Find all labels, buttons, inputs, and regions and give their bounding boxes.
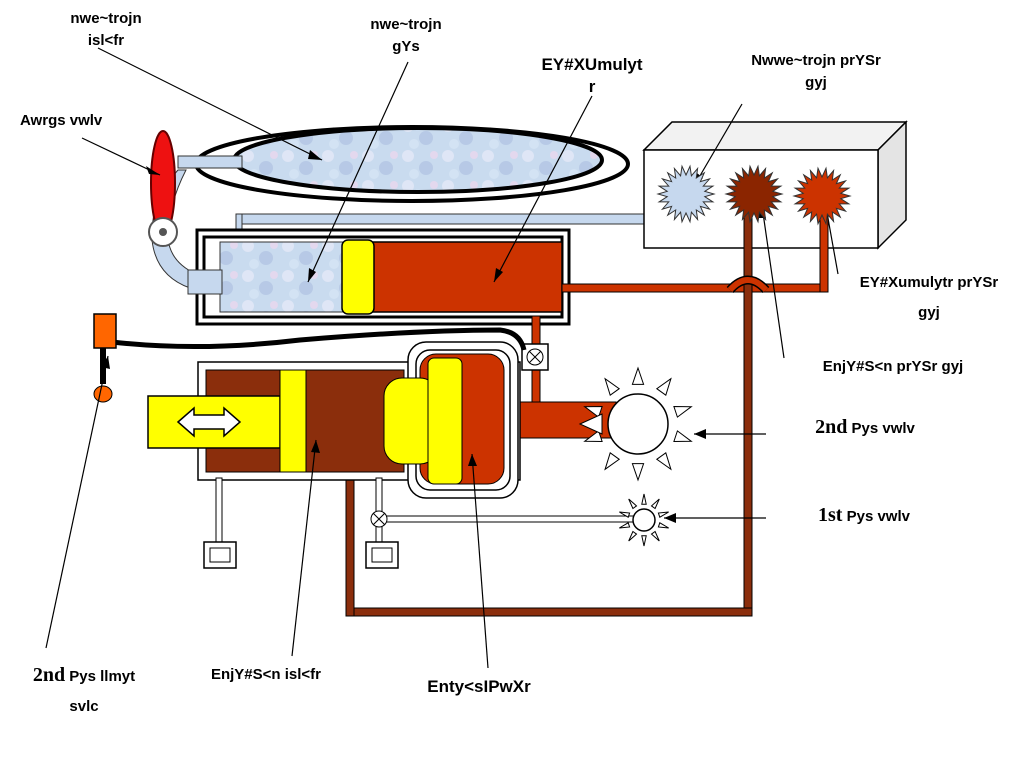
engine-pressure-gauge-icon xyxy=(724,164,784,224)
limit-box-right xyxy=(365,541,399,569)
check-valve xyxy=(521,343,549,371)
drain-valve xyxy=(370,510,388,528)
label-first-valve: 1st Pys vwlv xyxy=(817,504,910,526)
label-air-valve: Awrgs vwlv xyxy=(20,112,103,129)
control-hose xyxy=(111,327,527,351)
label-engine-piston: Enty<sIPwXr xyxy=(427,677,531,696)
label-second-limit: 2nd Pys llmyt svlc xyxy=(32,664,136,715)
label-aux-gauge: Nwwe~trojn prYSr gyj xyxy=(751,52,881,91)
label-second-valve: 2nd Pys vwlv xyxy=(815,416,915,438)
leader-arrowheads xyxy=(101,150,828,523)
air-inlet-coupler xyxy=(187,269,223,295)
label-engine-cylinder: EnjY#S<n isl<fr xyxy=(210,666,322,683)
limit-switch xyxy=(93,313,117,403)
label-cylinder-gauge: EY#Xumulytr prYSr gyj xyxy=(859,274,999,321)
cylinder-pressure-gauge-icon xyxy=(792,166,852,226)
label-engine-gauge: EnjY#S<n prYSr gyj xyxy=(822,358,964,375)
label-brake-cylinder: EY#XUmulyt r xyxy=(541,55,643,96)
sun-valves xyxy=(578,366,693,547)
label-aux-reservoir: nwe~trojn gYs xyxy=(370,16,442,55)
leader-lines xyxy=(45,47,839,669)
label-aux-tank: nwe~trojn isl<fr xyxy=(70,10,142,49)
auxiliary-reservoir xyxy=(194,125,630,203)
aux-pressure-gauge-icon xyxy=(656,164,716,224)
pressure-gauges xyxy=(656,164,852,226)
limit-box-left xyxy=(203,541,237,569)
engine-piston xyxy=(383,341,519,499)
second-sun-valve-icon xyxy=(583,366,693,482)
first-sun-valve-icon xyxy=(619,493,669,547)
air-valve xyxy=(148,130,178,247)
valve-pointer-icon xyxy=(578,413,603,435)
accumulator-cylinder xyxy=(195,228,571,326)
